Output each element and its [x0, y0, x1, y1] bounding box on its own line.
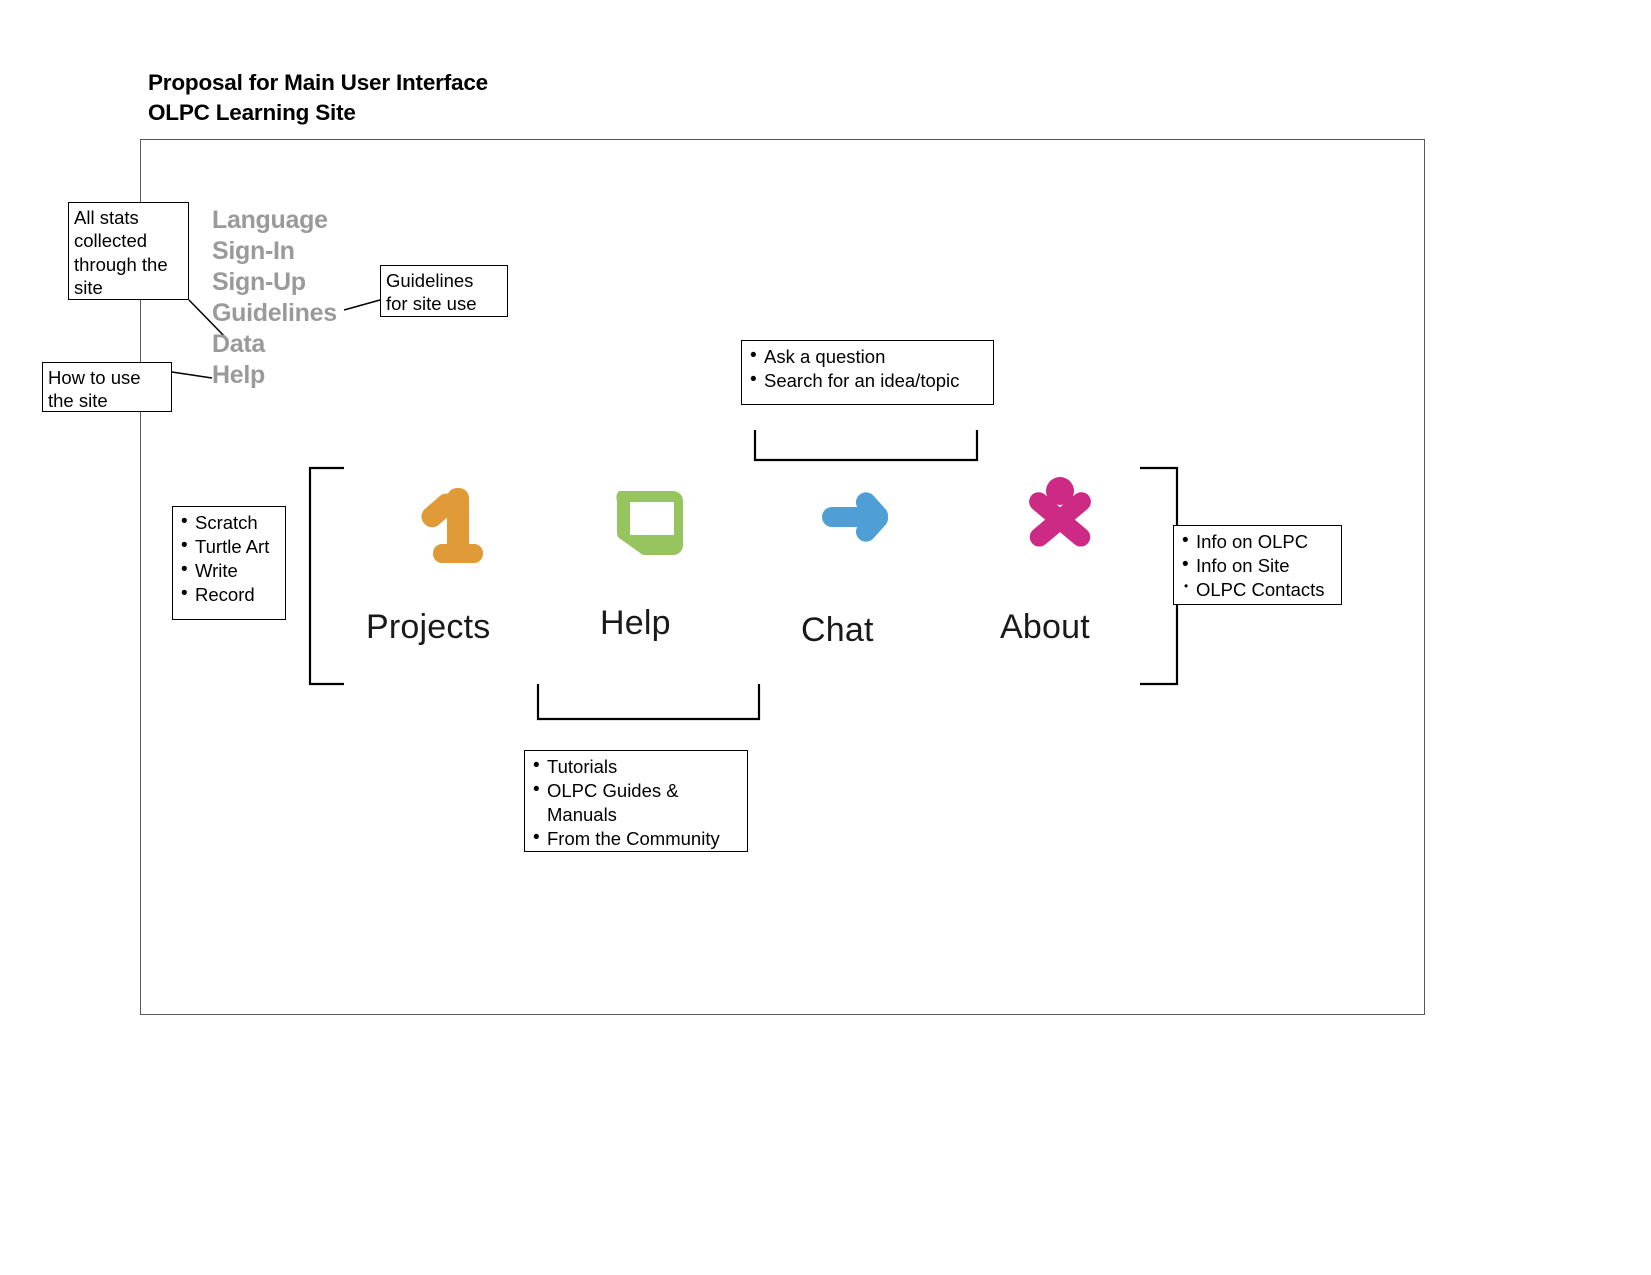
note-help-list: Tutorials OLPC Guides & Manuals From the… [524, 750, 748, 852]
list-item: Record [181, 582, 279, 607]
note-all-stats-line-4: site [74, 277, 103, 299]
list-item: Info on OLPC [1182, 529, 1335, 554]
note-projects-list-items: Scratch Turtle Art Write Record [179, 510, 279, 607]
list-item: From the Community [533, 826, 741, 851]
note-guidelines-line-1: Guidelines [386, 270, 474, 291]
sidebar-menu: Language Sign-In Sign-Up Guidelines Data… [212, 205, 337, 391]
nav-label-projects[interactable]: Projects [366, 608, 491, 646]
nav-label-about[interactable]: About [1000, 608, 1090, 646]
note-help-list-items: Tutorials OLPC Guides & Manuals From the… [531, 754, 741, 851]
note-guidelines-for-site-use: Guidelines for site use [380, 265, 508, 317]
number-one-icon[interactable] [421, 482, 487, 569]
page-title-line-1: Proposal for Main User Interface [148, 70, 488, 95]
sidebar-item-sign-in[interactable]: Sign-In [212, 237, 295, 265]
list-item: Info on Site [1182, 553, 1335, 578]
nav-label-chat[interactable]: Chat [801, 611, 874, 649]
list-item: Write [181, 558, 279, 583]
note-about-list: Info on OLPC Info on Site OLPC Contacts [1173, 525, 1342, 605]
sidebar-item-language[interactable]: Language [212, 206, 328, 234]
list-item: OLPC Guides & Manuals [533, 778, 741, 827]
note-how-to-use-line-1: How to use [48, 367, 141, 388]
list-item: Turtle Art [181, 534, 279, 559]
list-item: Tutorials [533, 754, 741, 779]
list-item: Ask a question [750, 344, 987, 369]
note-guidelines-line-2: for site use [386, 293, 477, 315]
arrow-right-icon[interactable] [822, 484, 902, 555]
list-item: Search for an idea/topic [750, 368, 987, 393]
note-all-stats: All stats collected through the site [68, 202, 189, 300]
note-all-stats-line-1: All stats [74, 207, 139, 228]
note-chat-features: Ask a question Search for an idea/topic [741, 340, 994, 405]
note-chat-list: Ask a question Search for an idea/topic [748, 344, 987, 393]
nav-label-help[interactable]: Help [600, 604, 671, 642]
note-projects-list: Scratch Turtle Art Write Record [172, 506, 286, 620]
note-how-to-use: How to use the site [42, 362, 172, 412]
sidebar-item-help[interactable]: Help [212, 361, 265, 389]
sidebar-item-sign-up[interactable]: Sign-Up [212, 268, 306, 296]
sidebar-item-guidelines[interactable]: Guidelines [212, 299, 337, 327]
list-item: Scratch [181, 510, 279, 535]
note-all-stats-line-3: through the [74, 253, 168, 275]
page-title: Proposal for Main User Interface OLPC Le… [148, 68, 488, 128]
note-all-stats-line-2: collected [74, 230, 148, 252]
sidebar-item-data[interactable]: Data [212, 330, 265, 358]
laptop-icon[interactable] [607, 479, 685, 564]
interface-frame [140, 139, 1425, 1015]
page-title-line-2: OLPC Learning Site [148, 99, 356, 125]
list-item: OLPC Contacts [1184, 578, 1335, 602]
note-how-to-use-line-2: the site [48, 390, 108, 412]
note-about-list-items: Info on OLPC Info on Site OLPC Contacts [1180, 529, 1335, 602]
xo-person-icon[interactable] [1027, 477, 1093, 566]
